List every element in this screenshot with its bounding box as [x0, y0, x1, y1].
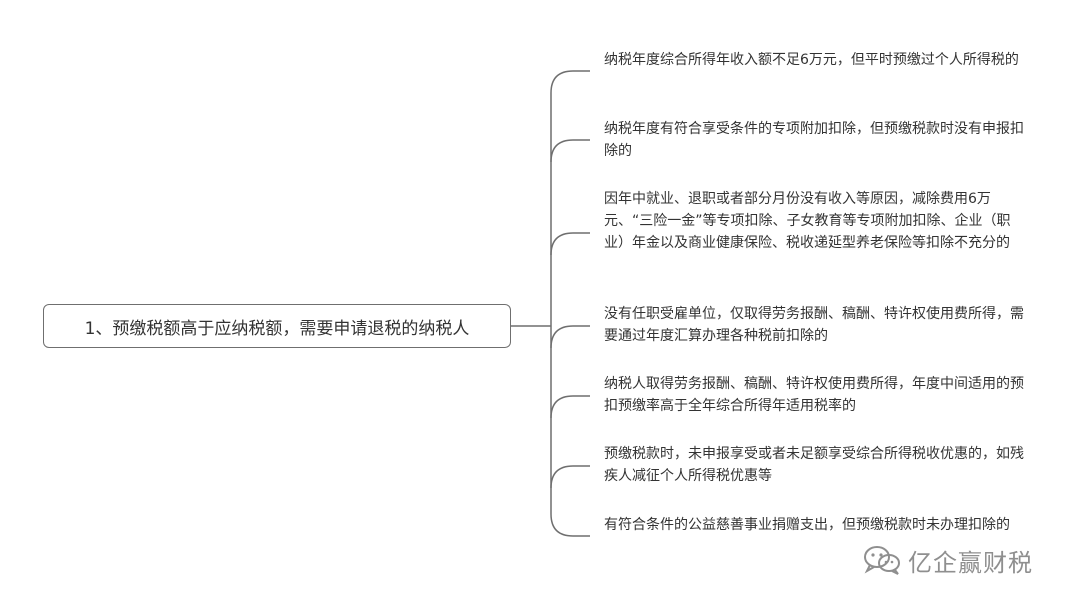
root-node: 1、预缴税额高于应纳税额，需要申请退税的纳税人 [43, 304, 511, 348]
branch-node-3: 因年中就业、退职或者部分月份没有收入等原因，减除费用6万元、“三险一金”等专项扣… [604, 191, 1011, 251]
branch-connector-6 [550, 465, 590, 489]
wechat-icon [864, 546, 900, 575]
branch-node-1: 纳税年度综合所得年收入额不足6万元，但平时预缴过个人所得税的 [604, 52, 1019, 68]
branch-spine [550, 70, 574, 537]
branch-connector-3 [550, 232, 590, 256]
watermark: 亿企赢财税 [862, 540, 1033, 580]
watermark-text: 亿企赢财税 [908, 548, 1033, 577]
branch-node-6: 预缴税款时，未申报享受或者未足额享受综合所得税收优惠的，如残疾人减征个人所得税优… [604, 446, 1024, 484]
branch-connector-5 [550, 395, 590, 419]
branch-node-7: 有符合条件的公益慈善事业捐赠支出，但预缴税款时未办理扣除的 [604, 517, 1010, 533]
branch-node-2: 纳税年度有符合享受条件的专项附加扣除，但预缴税款时没有申报扣除的 [604, 121, 1024, 159]
branch-connector-4 [550, 325, 590, 349]
branch-node-5: 纳税人取得劳务报酬、稿酬、特许权使用费所得，年度中间适用的预扣预缴率高于全年综合… [604, 376, 1024, 414]
branch-connector-2 [550, 139, 590, 163]
branch-node-4: 没有任职受雇单位，仅取得劳务报酬、稿酬、特许权使用费所得，需要通过年度汇算办理各… [604, 306, 1024, 344]
root-node-label: 1、预缴税额高于应纳税额，需要申请退税的纳税人 [84, 318, 470, 339]
